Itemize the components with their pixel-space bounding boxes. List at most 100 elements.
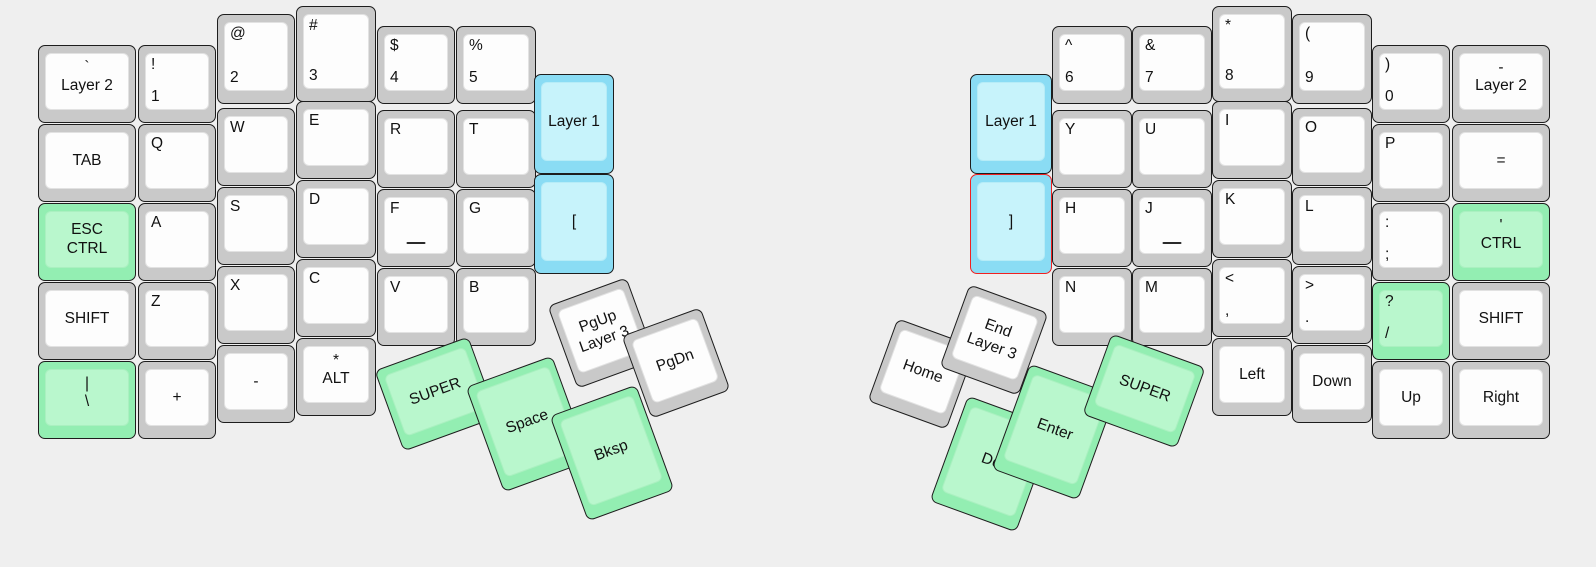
- key-2[interactable]: @2: [217, 14, 295, 104]
- key-layer1-right[interactable]: Layer 1: [970, 74, 1052, 174]
- key-period[interactable]: >.: [1292, 266, 1372, 344]
- key-a[interactable]: A: [138, 203, 216, 281]
- key-right-arrow[interactable]: Right: [1452, 361, 1550, 439]
- key-bracket-right[interactable]: ]: [970, 174, 1052, 274]
- keycap-grave-layer2: `Layer 2: [45, 53, 129, 110]
- legend-base: J: [1145, 200, 1153, 217]
- keycap-l: L: [1299, 195, 1365, 252]
- legend-base: F: [390, 200, 400, 217]
- key-9[interactable]: (9: [1292, 14, 1372, 104]
- keycap-z: Z: [145, 290, 209, 347]
- key-tab[interactable]: TAB: [38, 124, 136, 202]
- keycap-h: H: [1059, 197, 1125, 254]
- key-v[interactable]: V: [377, 268, 455, 346]
- keycap-0: )0: [1379, 53, 1443, 110]
- key-3[interactable]: #3: [296, 6, 376, 102]
- legend-base: H: [1065, 200, 1077, 217]
- key-i[interactable]: I: [1212, 101, 1292, 179]
- key-quote-ctrl[interactable]: 'CTRL: [1452, 203, 1550, 281]
- key-f[interactable]: F: [377, 189, 455, 267]
- legend-base: D: [309, 191, 321, 208]
- key-up-arrow[interactable]: Up: [1372, 361, 1450, 439]
- legend-shifted: @: [230, 25, 246, 42]
- key-6[interactable]: ^6: [1052, 26, 1132, 104]
- key-r[interactable]: R: [377, 110, 455, 188]
- key-8[interactable]: *8: [1212, 6, 1292, 102]
- legend-base: Y: [1065, 121, 1076, 138]
- key-minus-layer2[interactable]: -Layer 2: [1452, 45, 1550, 123]
- key-layer1-left[interactable]: Layer 1: [534, 74, 614, 174]
- key-z[interactable]: Z: [138, 282, 216, 360]
- legend-base: -: [253, 372, 259, 390]
- key-t[interactable]: T: [456, 110, 536, 188]
- keycap-right-arrow: Right: [1459, 369, 1543, 426]
- key-g[interactable]: G: [456, 189, 536, 267]
- legend-base: Layer 2: [61, 77, 113, 94]
- keycap-9: (9: [1299, 22, 1365, 91]
- key-p[interactable]: P: [1372, 124, 1450, 202]
- key-n[interactable]: N: [1052, 268, 1132, 346]
- legend-base: 5: [469, 68, 478, 86]
- key-plus[interactable]: +: [138, 361, 216, 439]
- key-0[interactable]: )0: [1372, 45, 1450, 123]
- key-x[interactable]: X: [217, 266, 295, 344]
- keycap-layer1-right: Layer 1: [977, 82, 1045, 161]
- key-l[interactable]: L: [1292, 187, 1372, 265]
- keycap-2: @2: [224, 22, 288, 91]
- key-d[interactable]: D: [296, 180, 376, 258]
- keycap-3: #3: [303, 14, 369, 89]
- key-bracket-left[interactable]: [: [534, 174, 614, 274]
- legend-base: [: [571, 212, 577, 230]
- legend-shifted: %: [469, 37, 483, 54]
- key-q[interactable]: Q: [138, 124, 216, 202]
- key-7[interactable]: &7: [1132, 26, 1212, 104]
- keycap-shift-left: SHIFT: [45, 290, 129, 347]
- key-y[interactable]: Y: [1052, 110, 1132, 188]
- legend-base: K: [1225, 191, 1236, 208]
- key-left-arrow[interactable]: Left: [1212, 338, 1292, 416]
- key-equals[interactable]: =: [1452, 124, 1550, 202]
- key-down-arrow[interactable]: Down: [1292, 345, 1372, 423]
- key-pipe-backslash[interactable]: |\: [38, 361, 136, 439]
- key-k[interactable]: K: [1212, 180, 1292, 258]
- legend-base: 0: [1385, 87, 1394, 105]
- key-b[interactable]: B: [456, 268, 536, 346]
- legend-base: PgDn: [653, 345, 697, 375]
- key-h[interactable]: H: [1052, 189, 1132, 267]
- key-minus[interactable]: -: [217, 345, 295, 423]
- legend-base: T: [469, 121, 479, 138]
- key-shift-right[interactable]: SHIFT: [1452, 282, 1550, 360]
- legend-base: Z: [151, 293, 161, 310]
- key-c[interactable]: C: [296, 259, 376, 337]
- legend-base: R: [390, 121, 402, 138]
- key-s[interactable]: S: [217, 187, 295, 265]
- key-slash[interactable]: ?/: [1372, 282, 1450, 360]
- keycap-m: M: [1139, 276, 1205, 333]
- keycap-q: Q: [145, 132, 209, 189]
- key-grave-layer2[interactable]: `Layer 2: [38, 45, 136, 123]
- key-alt[interactable]: *ALT: [296, 338, 376, 416]
- key-j[interactable]: J: [1132, 189, 1212, 267]
- key-o[interactable]: O: [1292, 108, 1372, 186]
- key-e[interactable]: E: [296, 101, 376, 179]
- key-comma[interactable]: <,: [1212, 259, 1292, 337]
- legend-base: U: [1145, 121, 1157, 138]
- key-1[interactable]: !1: [138, 45, 216, 123]
- keycap-super-right: SUPER: [1093, 343, 1197, 434]
- legend-shifted: $: [390, 37, 399, 54]
- keycap-u: U: [1139, 118, 1205, 175]
- key-5[interactable]: %5: [456, 26, 536, 104]
- key-u[interactable]: U: [1132, 110, 1212, 188]
- keycap-5: %5: [463, 34, 529, 91]
- legend-base: Up: [1401, 388, 1421, 406]
- keycap-slash: ?/: [1379, 290, 1443, 347]
- legend-shifted: !: [151, 56, 156, 73]
- key-shift-left[interactable]: SHIFT: [38, 282, 136, 360]
- key-m[interactable]: M: [1132, 268, 1212, 346]
- key-semicolon[interactable]: :;: [1372, 203, 1450, 281]
- key-w[interactable]: W: [217, 108, 295, 186]
- legend-shifted: -: [1498, 59, 1504, 76]
- key-4[interactable]: $4: [377, 26, 455, 104]
